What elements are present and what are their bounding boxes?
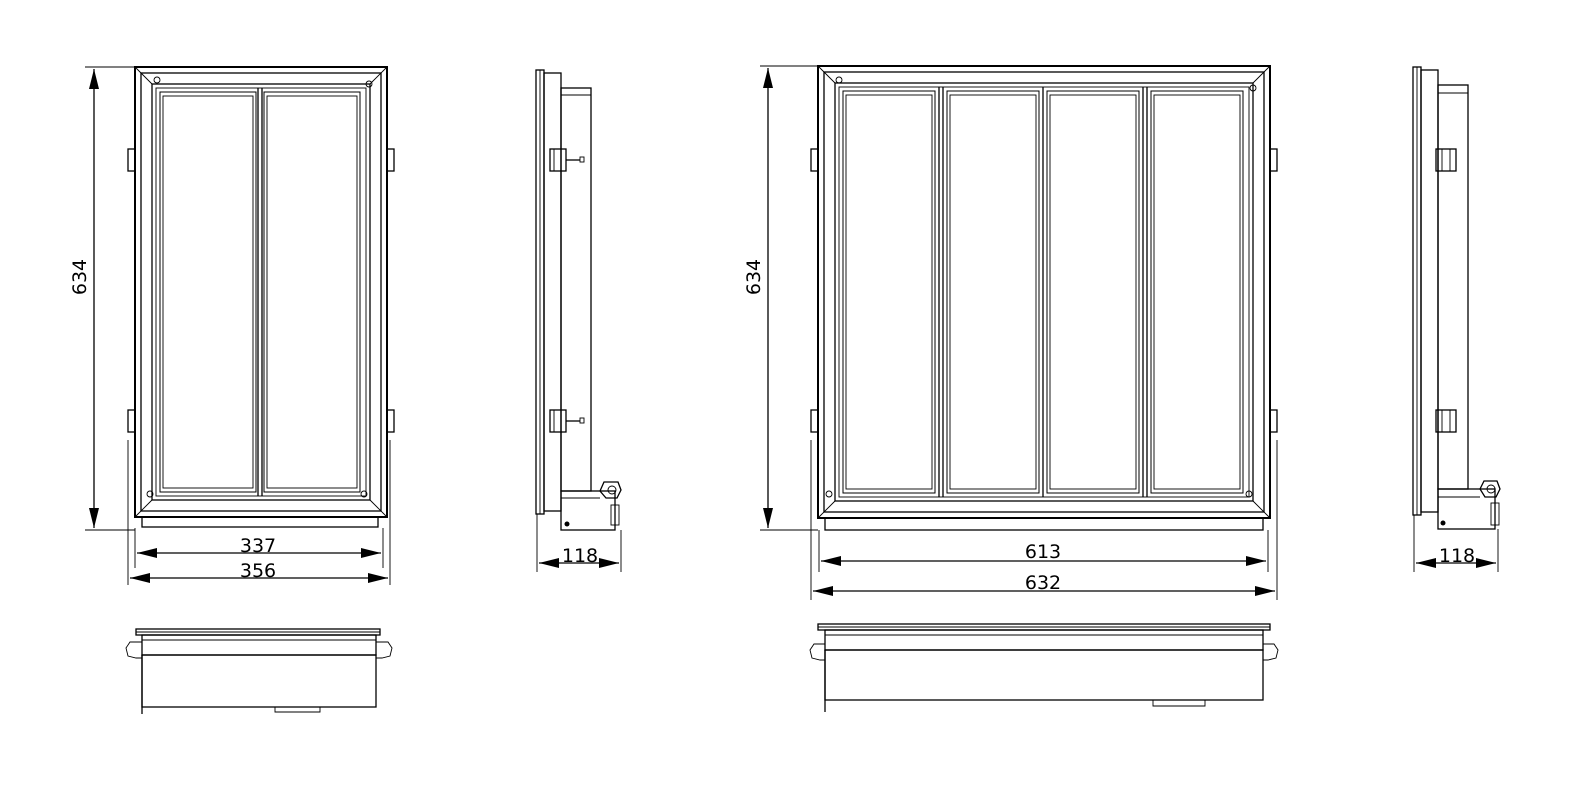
large-outer-width-label: 632 [1025,572,1061,594]
large-unit-side-view [1412,66,1501,530]
large-unit-front-view [810,65,1278,531]
small-depth-label: 118 [562,545,598,567]
large-side-dimensions: 118 [1413,515,1499,572]
large-unit-bottom-view [809,623,1279,712]
large-height-label: 634 [743,259,765,295]
large-inner-width-label: 613 [1025,541,1061,563]
large-unit-dimensions: 634 613 632 [743,65,1278,600]
small-inner-width-label: 337 [240,535,276,557]
small-height-label: 634 [69,259,91,295]
small-unit-front-view [127,66,395,528]
small-unit-bottom-view [125,628,393,714]
large-depth-label: 118 [1439,545,1475,567]
small-side-dimensions: 118 [536,514,622,572]
small-unit-side-view [535,69,622,531]
small-outer-width-label: 356 [240,560,276,582]
small-unit-dimensions: 634 337 356 [69,66,391,585]
